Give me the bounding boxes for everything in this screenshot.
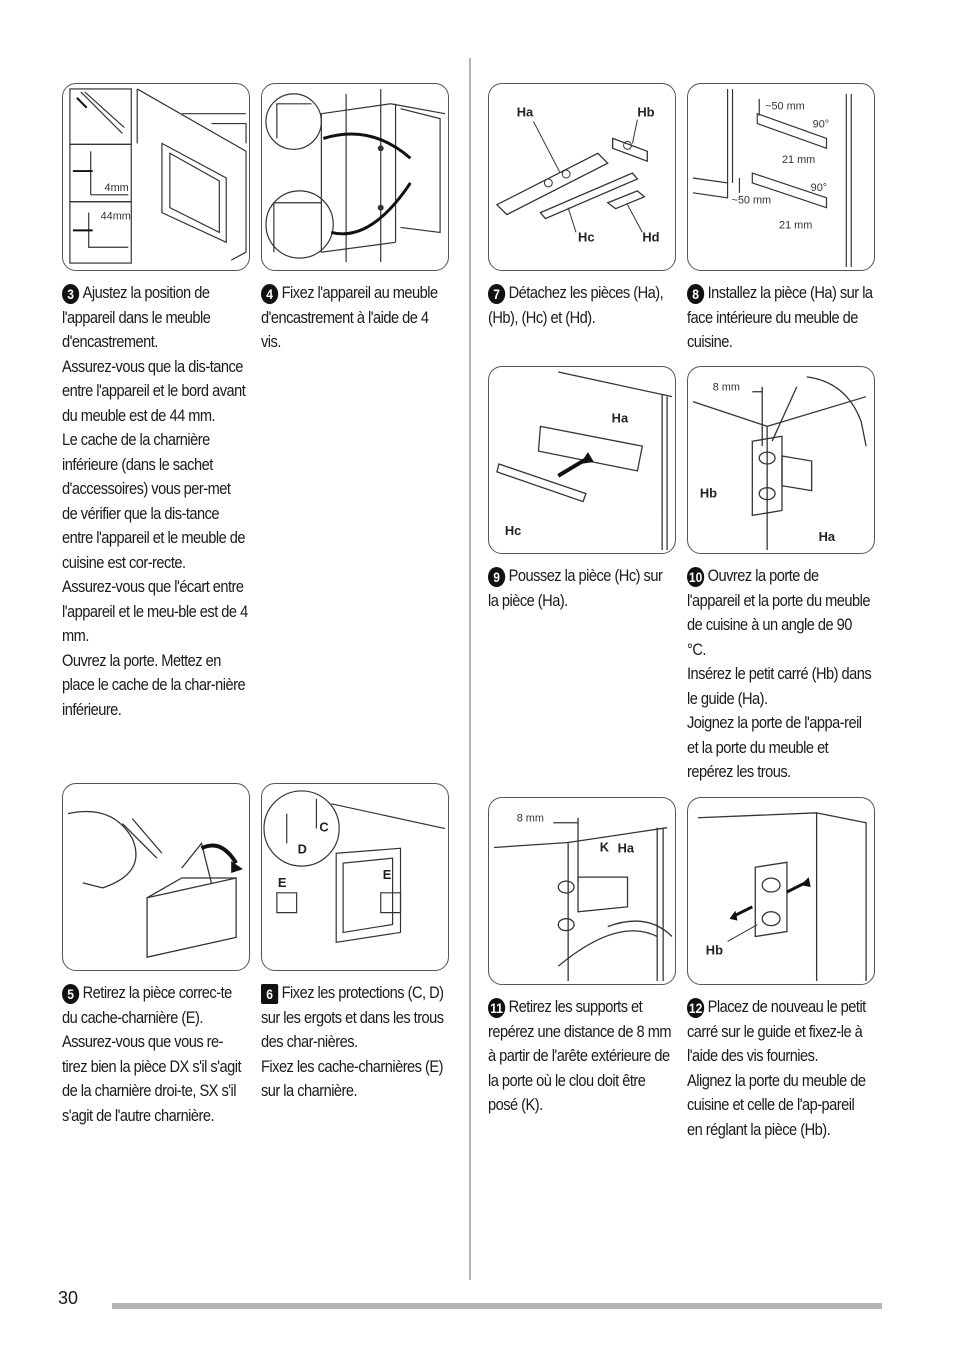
dim-21mm-top: 21 mm [782, 154, 815, 166]
label-hc: Hc [578, 229, 594, 244]
dim-8mm: 8 mm [713, 382, 740, 394]
step-number-badge: 7 [488, 284, 506, 304]
insert-square-illustration: 8 mm Hb Ha [692, 376, 867, 551]
footer-rule [112, 1303, 882, 1309]
label-hb: Hb [637, 105, 654, 120]
step-number-badge: 8 [687, 284, 705, 304]
step-number-badge: 5 [62, 984, 80, 1004]
label-ha: Ha [517, 105, 534, 120]
align-door-illustration: Hb [697, 812, 867, 982]
figure-step-9: Ha Hc [488, 366, 676, 554]
distance-44mm-label: 44mm [101, 211, 131, 223]
cut-hinge-cover-illustration [67, 810, 244, 958]
step-number-badge: 6 [261, 984, 279, 1004]
figure-step-12: Hb [687, 797, 875, 985]
bracket-install-illustration: ~50 mm 90° 21 mm 90° ~50 mm 21 mm [692, 88, 852, 268]
step-text: Détachez les pièces (Ha), (Hb), (Hc) et … [488, 283, 664, 327]
step-number-badge: 3 [62, 284, 80, 304]
step-text: Retirez la pièce correc-te du cache-char… [62, 983, 242, 1125]
step-text: Placez de nouveau le petit carré sur le … [687, 997, 866, 1139]
label-e-left: E [278, 875, 287, 890]
dim-50mm-bottom: ~50 mm [732, 195, 772, 207]
figure-step-7: Ha Hb Hc Hd [488, 83, 676, 271]
figure-step-5 [62, 783, 250, 971]
figure-step-4 [261, 83, 449, 271]
screw-fixing-illustration [265, 88, 446, 263]
figure-step-10: 8 mm Hb Ha [687, 366, 875, 554]
label-hb: Hb [700, 486, 717, 501]
step-number-badge: 11 [488, 998, 506, 1018]
label-k: K [600, 839, 610, 854]
page-number: 30 [58, 1288, 79, 1308]
dim-50mm-top: ~50 mm [765, 101, 805, 113]
label-hb: Hb [706, 942, 723, 957]
step-text: Ouvrez la porte de l'appareil et la port… [687, 566, 872, 781]
dim-21mm-bottom: 21 mm [779, 219, 812, 231]
hinge-covers-illustration: C D E E [263, 790, 446, 943]
step-number-badge: 4 [261, 284, 279, 304]
step-text: Retirez les supports et repérez une dist… [488, 997, 672, 1114]
parts-detach-illustration: Ha Hb Hc Hd [495, 105, 660, 244]
angle-90-bottom: 90° [811, 182, 827, 194]
step-number-badge: 12 [687, 998, 705, 1018]
figure-step-11: 8 mm K Ha [488, 797, 676, 985]
label-ha: Ha [618, 840, 635, 855]
gap-4mm-label: 4mm [105, 182, 129, 194]
mark-distance-illustration: 8 mm K Ha [493, 813, 673, 982]
label-hd: Hd [642, 229, 659, 244]
figure-step-3: 4mm 44mm [62, 83, 250, 271]
step-text: Poussez la pièce (Hc) sur la pièce (Ha). [488, 566, 663, 610]
label-d: D [298, 841, 307, 856]
label-hc: Hc [505, 523, 521, 538]
slide-part-illustration: Ha Hc [496, 371, 673, 551]
dim-8mm: 8 mm [517, 813, 544, 825]
label-ha: Ha [819, 529, 836, 544]
step-number-badge: 9 [488, 567, 506, 587]
step-text: Installez la pièce (Ha) sur la face inté… [687, 283, 873, 351]
angle-90-top: 90° [813, 119, 829, 131]
label-e-right: E [383, 867, 392, 882]
column-divider [469, 58, 471, 1280]
label-c: C [319, 819, 328, 834]
figure-step-8: ~50 mm 90° 21 mm 90° ~50 mm 21 mm [687, 83, 875, 271]
cabinet-adjust-illustration: 4mm 44mm [69, 88, 247, 264]
step-text: Fixez l'appareil au meuble d'encastremen… [261, 283, 438, 351]
step-text: Fixez les protections (C, D) sur les erg… [261, 983, 444, 1100]
step-text: Ajustez la position de l'appareil dans l… [62, 283, 248, 719]
label-ha: Ha [612, 410, 629, 425]
step-number-badge: 10 [687, 567, 705, 587]
figure-step-6: C D E E [261, 783, 449, 971]
